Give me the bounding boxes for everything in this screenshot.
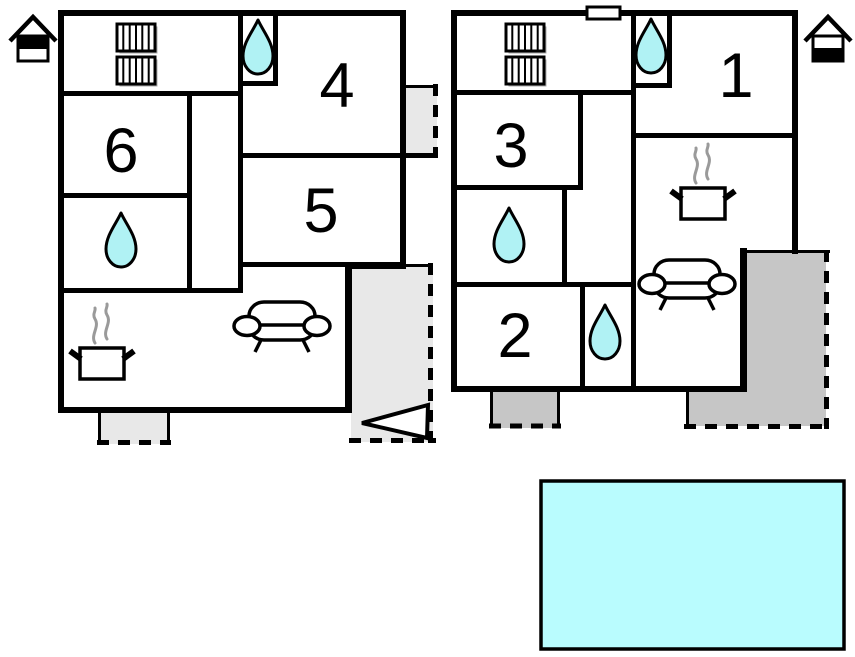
upper-floor-plan: 4 5 6 [10,10,438,445]
room-1-label: 1 [718,41,753,111]
upper-floor-walls [58,10,406,413]
porch [98,410,170,444]
water-drop-icon [634,17,668,75]
room-2-label: 2 [497,301,532,371]
ground-floor-walls [451,10,798,392]
stove-steam-icon [671,144,735,219]
radiator-icon [115,22,159,55]
radiator-icon [504,22,548,55]
room-3-label: 3 [493,111,528,181]
upper-floor-house-icon [10,17,56,61]
radiator-icon [504,55,548,88]
water-drop-icon [241,18,275,76]
ground-floor-plan: 1 2 3 [451,5,851,429]
ground-floor-outdoor-areas [489,250,830,429]
side-balcony [404,85,437,155]
entrance-arrow-icon [361,402,431,441]
sofa-icon [637,258,737,312]
window-marker [585,5,622,21]
ground-floor-house-icon [805,17,851,61]
room-4-label: 4 [319,51,354,121]
upper-floor-outdoor-areas [97,84,438,445]
terrace [686,253,826,426]
water-drop-icon [492,206,526,264]
water-drop-icon [104,211,138,269]
sofa-icon [232,300,332,354]
swimming-pool [539,479,846,651]
radiator-icon [115,55,159,88]
porch [490,390,560,428]
stove-steam-icon [70,304,134,379]
room-5-label: 5 [303,176,338,246]
water-drop-icon [588,303,622,361]
room-6-label: 6 [103,116,138,186]
